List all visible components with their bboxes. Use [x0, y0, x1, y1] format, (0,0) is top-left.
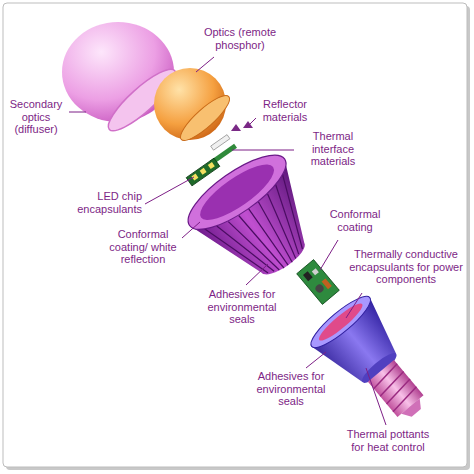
- part-label: Adhesives for environmental seals: [196, 288, 288, 326]
- part-label: Conformal coating: [322, 208, 388, 233]
- part-label: Reflector materials: [255, 98, 315, 123]
- part-label: Thermally conductive encapsulants for po…: [346, 248, 466, 286]
- part-label: Thermal interface materials: [297, 130, 369, 168]
- part-label: LED chip encapsulants: [52, 190, 142, 215]
- part-label: Thermal pottants for heat control: [340, 428, 436, 453]
- part-label: Conformal coating/ white reflection: [106, 228, 180, 266]
- part-label: Optics (remote phosphor): [185, 26, 295, 51]
- part-label: Adhesives for environmental seals: [248, 370, 334, 408]
- part-label: Secondary optics (diffuser): [4, 98, 68, 136]
